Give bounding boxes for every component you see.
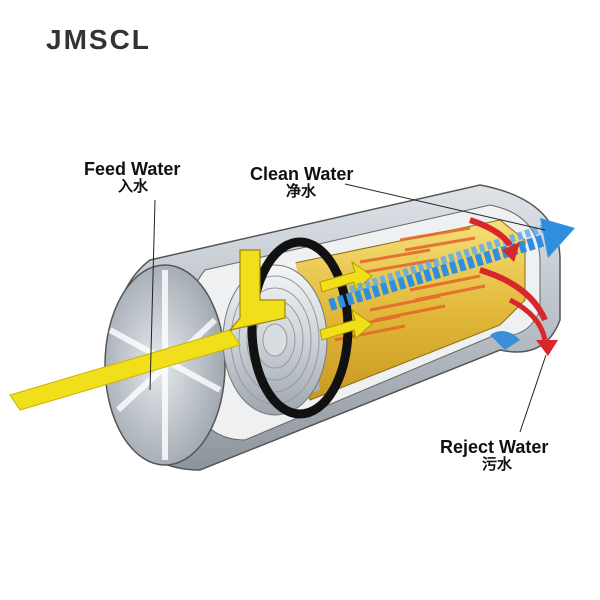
brand-logo: JMSCL <box>46 24 151 55</box>
feed-water-label: Feed Water 入水 <box>84 160 180 195</box>
clean-water-label-en: Clean Water <box>250 164 354 184</box>
feed-water-label-en: Feed Water <box>84 159 181 179</box>
clean-water-label: Clean Water 净水 <box>250 165 353 200</box>
clean-water-label-cn: 净水 <box>286 181 317 200</box>
reject-water-label-en: Reject Water <box>440 437 549 457</box>
clean-water-flow <box>328 218 575 311</box>
leader-lines <box>149 183 547 433</box>
feed-water-label-cn: 入水 <box>118 176 149 195</box>
reject-water-label: Reject Water 污水 <box>440 438 548 473</box>
outlet-port <box>490 331 520 350</box>
reject-water-flow <box>469 217 558 356</box>
reject-water-label-cn: 污水 <box>482 454 513 473</box>
